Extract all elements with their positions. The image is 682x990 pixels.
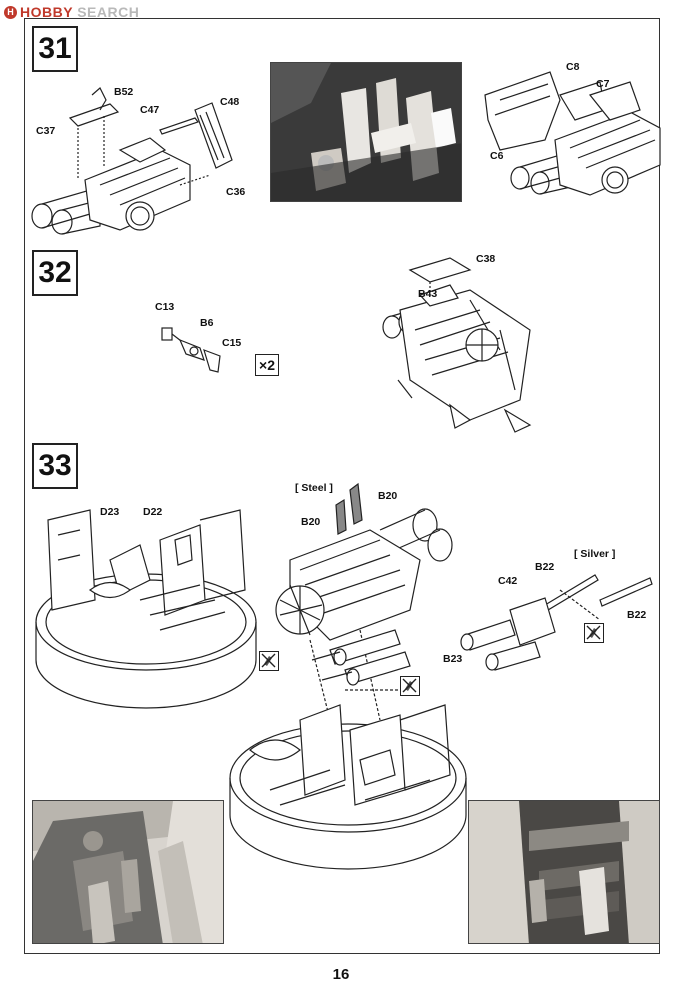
step31-photo-content bbox=[271, 63, 461, 201]
part-label-c15: C15 bbox=[222, 337, 242, 349]
step33-reference-photo-right bbox=[468, 800, 660, 944]
page-number: 16 bbox=[332, 966, 350, 983]
logo-text-grey: SEARCH bbox=[72, 4, 140, 20]
part-label-d23: D23 bbox=[100, 506, 120, 518]
step33-turret-main bbox=[229, 704, 467, 870]
part-label-c6: C6 bbox=[490, 150, 504, 162]
logo-mark-icon: H bbox=[4, 5, 17, 19]
no-glue-icon bbox=[259, 651, 279, 671]
step33-photo-left-content bbox=[33, 801, 223, 943]
part-label-b6: B6 bbox=[200, 317, 214, 329]
no-glue-icon-glyph bbox=[402, 678, 417, 693]
part-label-c42: C42 bbox=[498, 575, 518, 587]
part-label-c48: C48 bbox=[220, 96, 240, 108]
step33-turret-left bbox=[35, 509, 257, 709]
step33-gun-block bbox=[275, 482, 453, 721]
hobby-search-logo: H HOBBY SEARCH bbox=[4, 4, 139, 20]
no-glue-icon bbox=[400, 676, 420, 696]
part-label-c13: C13 bbox=[155, 301, 175, 313]
quantity-multiplier-badge: ×2 bbox=[255, 354, 279, 376]
part-label-c47: C47 bbox=[140, 104, 160, 116]
part-label-b22-upper: B22 bbox=[535, 561, 555, 573]
step-number-31: 31 bbox=[32, 26, 78, 72]
no-glue-icon-glyph bbox=[261, 653, 276, 668]
step32-small-parts bbox=[161, 327, 221, 373]
part-label-c36: C36 bbox=[226, 186, 246, 198]
step33-photo-right-content bbox=[469, 801, 659, 943]
finish-label-silver: [ Silver ] bbox=[574, 548, 616, 560]
part-label-b52: B52 bbox=[114, 86, 134, 98]
step-number-32: 32 bbox=[32, 250, 78, 296]
step33-reference-photo-left bbox=[32, 800, 224, 944]
step31-assembly-right bbox=[484, 71, 661, 196]
step33-ammo-tubes bbox=[311, 629, 411, 691]
step31-reference-photo bbox=[270, 62, 462, 202]
no-glue-icon-glyph bbox=[586, 625, 601, 640]
part-label-d22: D22 bbox=[143, 506, 163, 518]
part-label-c7: C7 bbox=[596, 78, 610, 90]
part-label-c37: C37 bbox=[36, 125, 56, 137]
part-label-c38: C38 bbox=[476, 253, 496, 265]
step-number-33: 33 bbox=[32, 443, 78, 489]
finish-label-steel: [ Steel ] bbox=[295, 482, 333, 494]
step33-right-parts bbox=[460, 574, 653, 671]
part-label-b43: B43 bbox=[418, 288, 438, 300]
no-glue-icon bbox=[584, 623, 604, 643]
part-label-c8: C8 bbox=[566, 61, 580, 73]
page-frame bbox=[24, 18, 660, 954]
part-label-b22-right: B22 bbox=[627, 609, 647, 621]
part-label-b23: B23 bbox=[443, 653, 463, 665]
step32-assembly bbox=[382, 257, 532, 433]
logo-text: HOBBY SEARCH bbox=[20, 4, 139, 20]
part-label-b20-lower: B20 bbox=[301, 516, 321, 528]
logo-text-red: HOBBY bbox=[20, 4, 73, 20]
step31-assembly-left bbox=[31, 87, 233, 235]
part-label-b20-upper: B20 bbox=[378, 490, 398, 502]
